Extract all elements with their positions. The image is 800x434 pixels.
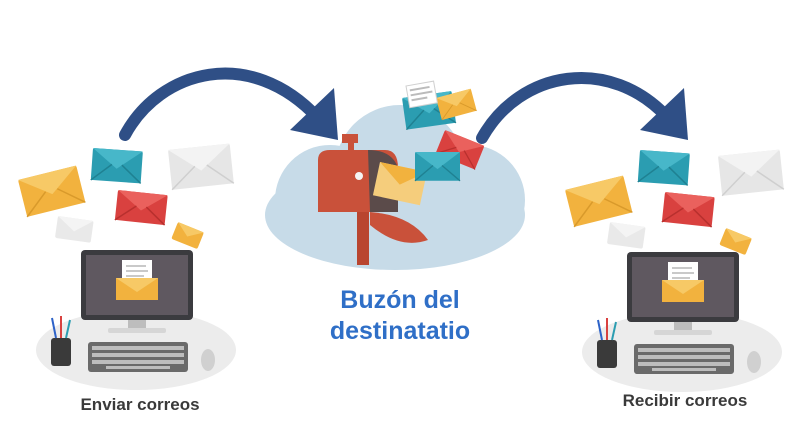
envelope-icon (171, 222, 204, 250)
envelope-icon (54, 216, 94, 243)
arrow-receive-head (640, 88, 688, 140)
envelope-icon (114, 189, 169, 226)
mailbox-title-line2: destinatatio (329, 317, 471, 345)
envelope-icon (17, 164, 87, 218)
arrow-receive (476, 72, 674, 144)
envelope-icon (606, 222, 646, 249)
arrow-send-head (290, 88, 338, 140)
sender-computer-icon (35, 249, 237, 391)
receiver-computer-icon (581, 251, 783, 393)
envelope-icon (719, 228, 752, 256)
envelope-icon (637, 149, 691, 187)
receive-caption: Recibir correos (622, 391, 748, 410)
envelope-icon (717, 148, 785, 197)
send-caption: Enviar correos (80, 395, 200, 414)
mailbox-title-line1: Buzón del (340, 286, 460, 314)
envelope-icon (167, 142, 235, 191)
envelope-icon (564, 174, 634, 228)
mailbox-title: Buzón del destinatatio (300, 285, 500, 347)
paper-icon (405, 80, 438, 109)
envelope-icon (90, 147, 144, 185)
arrow-send (119, 67, 324, 141)
envelope-icon (661, 191, 716, 228)
envelope-icon (414, 151, 461, 182)
mailbox-icon (318, 134, 428, 265)
